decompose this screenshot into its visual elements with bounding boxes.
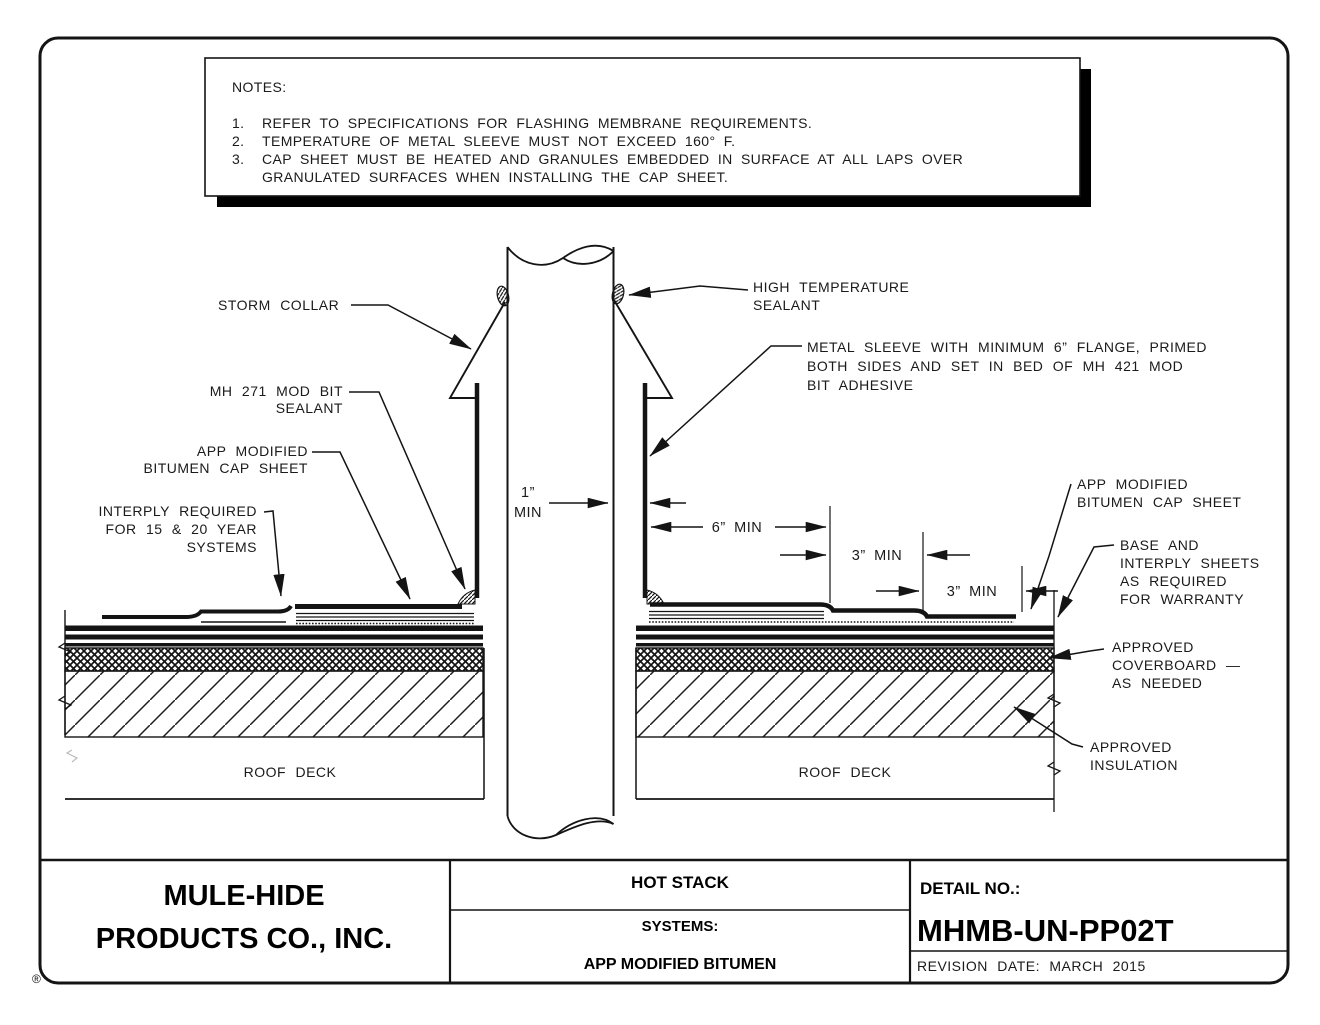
note-3-text: CAP SHEET MUST BE HEATED AND GRANULES EM… [262,151,963,167]
sheet-border [38,36,1290,985]
membrane-stripe-right-2 [636,634,1054,640]
coverboard-left [64,647,484,672]
leader-high-temp-sealant [628,285,749,298]
title-block: MULE-HIDE PRODUCTS CO., INC. ® HOT STACK… [32,858,1288,986]
note-2-num: 2. [232,133,244,149]
label-interply-2: FOR 15 & 20 YEAR [106,521,257,537]
label-coverboard-1: APPROVED [1112,639,1194,655]
notes-title: NOTES: [232,79,287,95]
label-high-temp-1: HIGH TEMPERATURE [753,279,909,295]
leaders [263,285,1115,748]
pipe-bottom-break [506,815,614,840]
label-metal-sleeve-2: BOTH SIDES AND SET IN BED OF MH 421 MOD [807,358,1183,374]
company-name-line2: PRODUCTS CO., INC. [96,923,392,955]
detail-title: HOT STACK [631,873,730,892]
revision-date: REVISION DATE: MARCH 2015 [917,958,1146,974]
note-3-cont: GRANULATED SURFACES WHEN INSTALLING THE … [262,169,728,185]
leader-storm-collar [351,304,472,350]
label-base-interply-1: BASE AND [1120,537,1199,553]
membrane-stripe-right-1 [636,625,1054,631]
label-app-mod-right-1: APP MODIFIED [1077,476,1188,492]
dim-gap-inch: 1” [521,485,535,501]
leader-app-mod-right [1030,483,1072,610]
storm-collar-right-cone [613,299,674,399]
metal-sleeve [457,383,665,605]
label-coverboard-3: AS NEEDED [1112,675,1202,691]
systems-label: SYSTEMS: [642,918,719,935]
leader-insulation [1013,706,1084,748]
detail-no-value: MHMB-UN-PP02T [917,913,1174,948]
note-2-text: TEMPERATURE OF METAL SLEEVE MUST NOT EXC… [262,133,735,149]
label-interply-1: INTERPLY REQUIRED [99,503,257,519]
registered-mark: ® [32,972,41,986]
break-mark-left-2 [57,695,73,710]
roof-right: ROOF DECK [635,590,1062,812]
insulation-right [635,670,1055,738]
notes-box-frame [204,57,1081,197]
dim-gap-min: MIN [514,505,542,521]
label-mh271-2: SEALANT [276,400,343,416]
label-interply-3: SYSTEMS [187,539,257,555]
leader-mh271-sealant [349,391,466,590]
label-app-mod-right-2: BITUMEN CAP SHEET [1077,494,1242,510]
roof-left: ROOF DECK [57,604,485,800]
label-base-interply-4: FOR WARRANTY [1120,591,1244,607]
callouts: STORM COLLAR HIGH TEMPERATURE SEALANT ME… [99,279,1260,773]
label-app-mod-left-1: APP MODIFIED [197,443,308,459]
break-mark-right-1 [1046,693,1062,708]
dimensions: 1” MIN 6” MIN 3” MIN 3” MIN [514,485,1058,612]
leader-interply [263,510,285,597]
label-base-interply-2: INTERPLY SHEETS [1120,555,1260,571]
roof-deck-label-right: ROOF DECK [799,764,892,780]
insulation-left [64,670,484,738]
coverboard-right [635,647,1055,672]
note-3-num: 3. [232,151,244,167]
note-1-text: REFER TO SPECIFICATIONS FOR FLASHING MEM… [262,115,812,131]
membrane-stripe-right-3 [636,643,1054,647]
system-name: APP MODIFIED BITUMEN [584,956,777,973]
mh271-sealant-right [646,589,665,605]
label-insulation-1: APPROVED [1090,739,1172,755]
cap-sheet-lap-left [102,604,293,619]
leader-coverboard [1048,648,1105,660]
membrane-stripe-left-2 [65,634,483,640]
company-name-line1: MULE-HIDE [163,880,324,912]
pipe-top-break [506,244,614,266]
high-temp-sealant-right [611,283,625,305]
high-temp-sealant-left [496,285,510,307]
membrane-stripe-left-3 [65,643,483,647]
cap-sheet-flashing-right [650,602,1016,619]
storm-collar [448,283,674,399]
label-app-mod-left-2: BITUMEN CAP SHEET [144,460,309,476]
break-mark-left-3 [65,749,79,763]
roof-deck-label-left: ROOF DECK [244,764,337,780]
leader-app-mod-left [312,451,411,600]
label-metal-sleeve-1: METAL SLEEVE WITH MINIMUM 6” FLANGE, PRI… [807,339,1207,355]
pipe-top-break-lens [562,250,615,265]
label-insulation-2: INSULATION [1090,757,1178,773]
mh271-sealant-left [457,589,476,605]
pipe-bottom-break-lens [555,817,615,836]
label-mh271-1: MH 271 MOD BIT [210,383,343,399]
detail-no-label: DETAIL NO.: [920,879,1020,898]
label-base-interply-3: AS REQUIRED [1120,573,1227,589]
break-mark-left-1 [57,642,73,657]
notes-box: NOTES: 1. REFER TO SPECIFICATIONS FOR FL… [204,57,1091,207]
dim-3a-label: 3” MIN [852,548,903,564]
note-1-num: 1. [232,115,244,131]
leader-base-interply [1057,544,1115,618]
label-coverboard-2: COVERBOARD — [1112,657,1240,673]
dim-6in-label: 6” MIN [712,520,763,536]
break-mark-right-2 [1046,761,1062,776]
label-storm-collar: STORM COLLAR [218,297,339,313]
storm-collar-left-cone [448,301,506,399]
label-high-temp-2: SEALANT [753,297,820,313]
membrane-stripe-left-1 [65,625,483,631]
pipe-stack [506,244,615,840]
label-metal-sleeve-3: BIT ADHESIVE [807,377,913,393]
leader-metal-sleeve [649,345,802,457]
dim-3b-label: 3” MIN [947,584,998,600]
